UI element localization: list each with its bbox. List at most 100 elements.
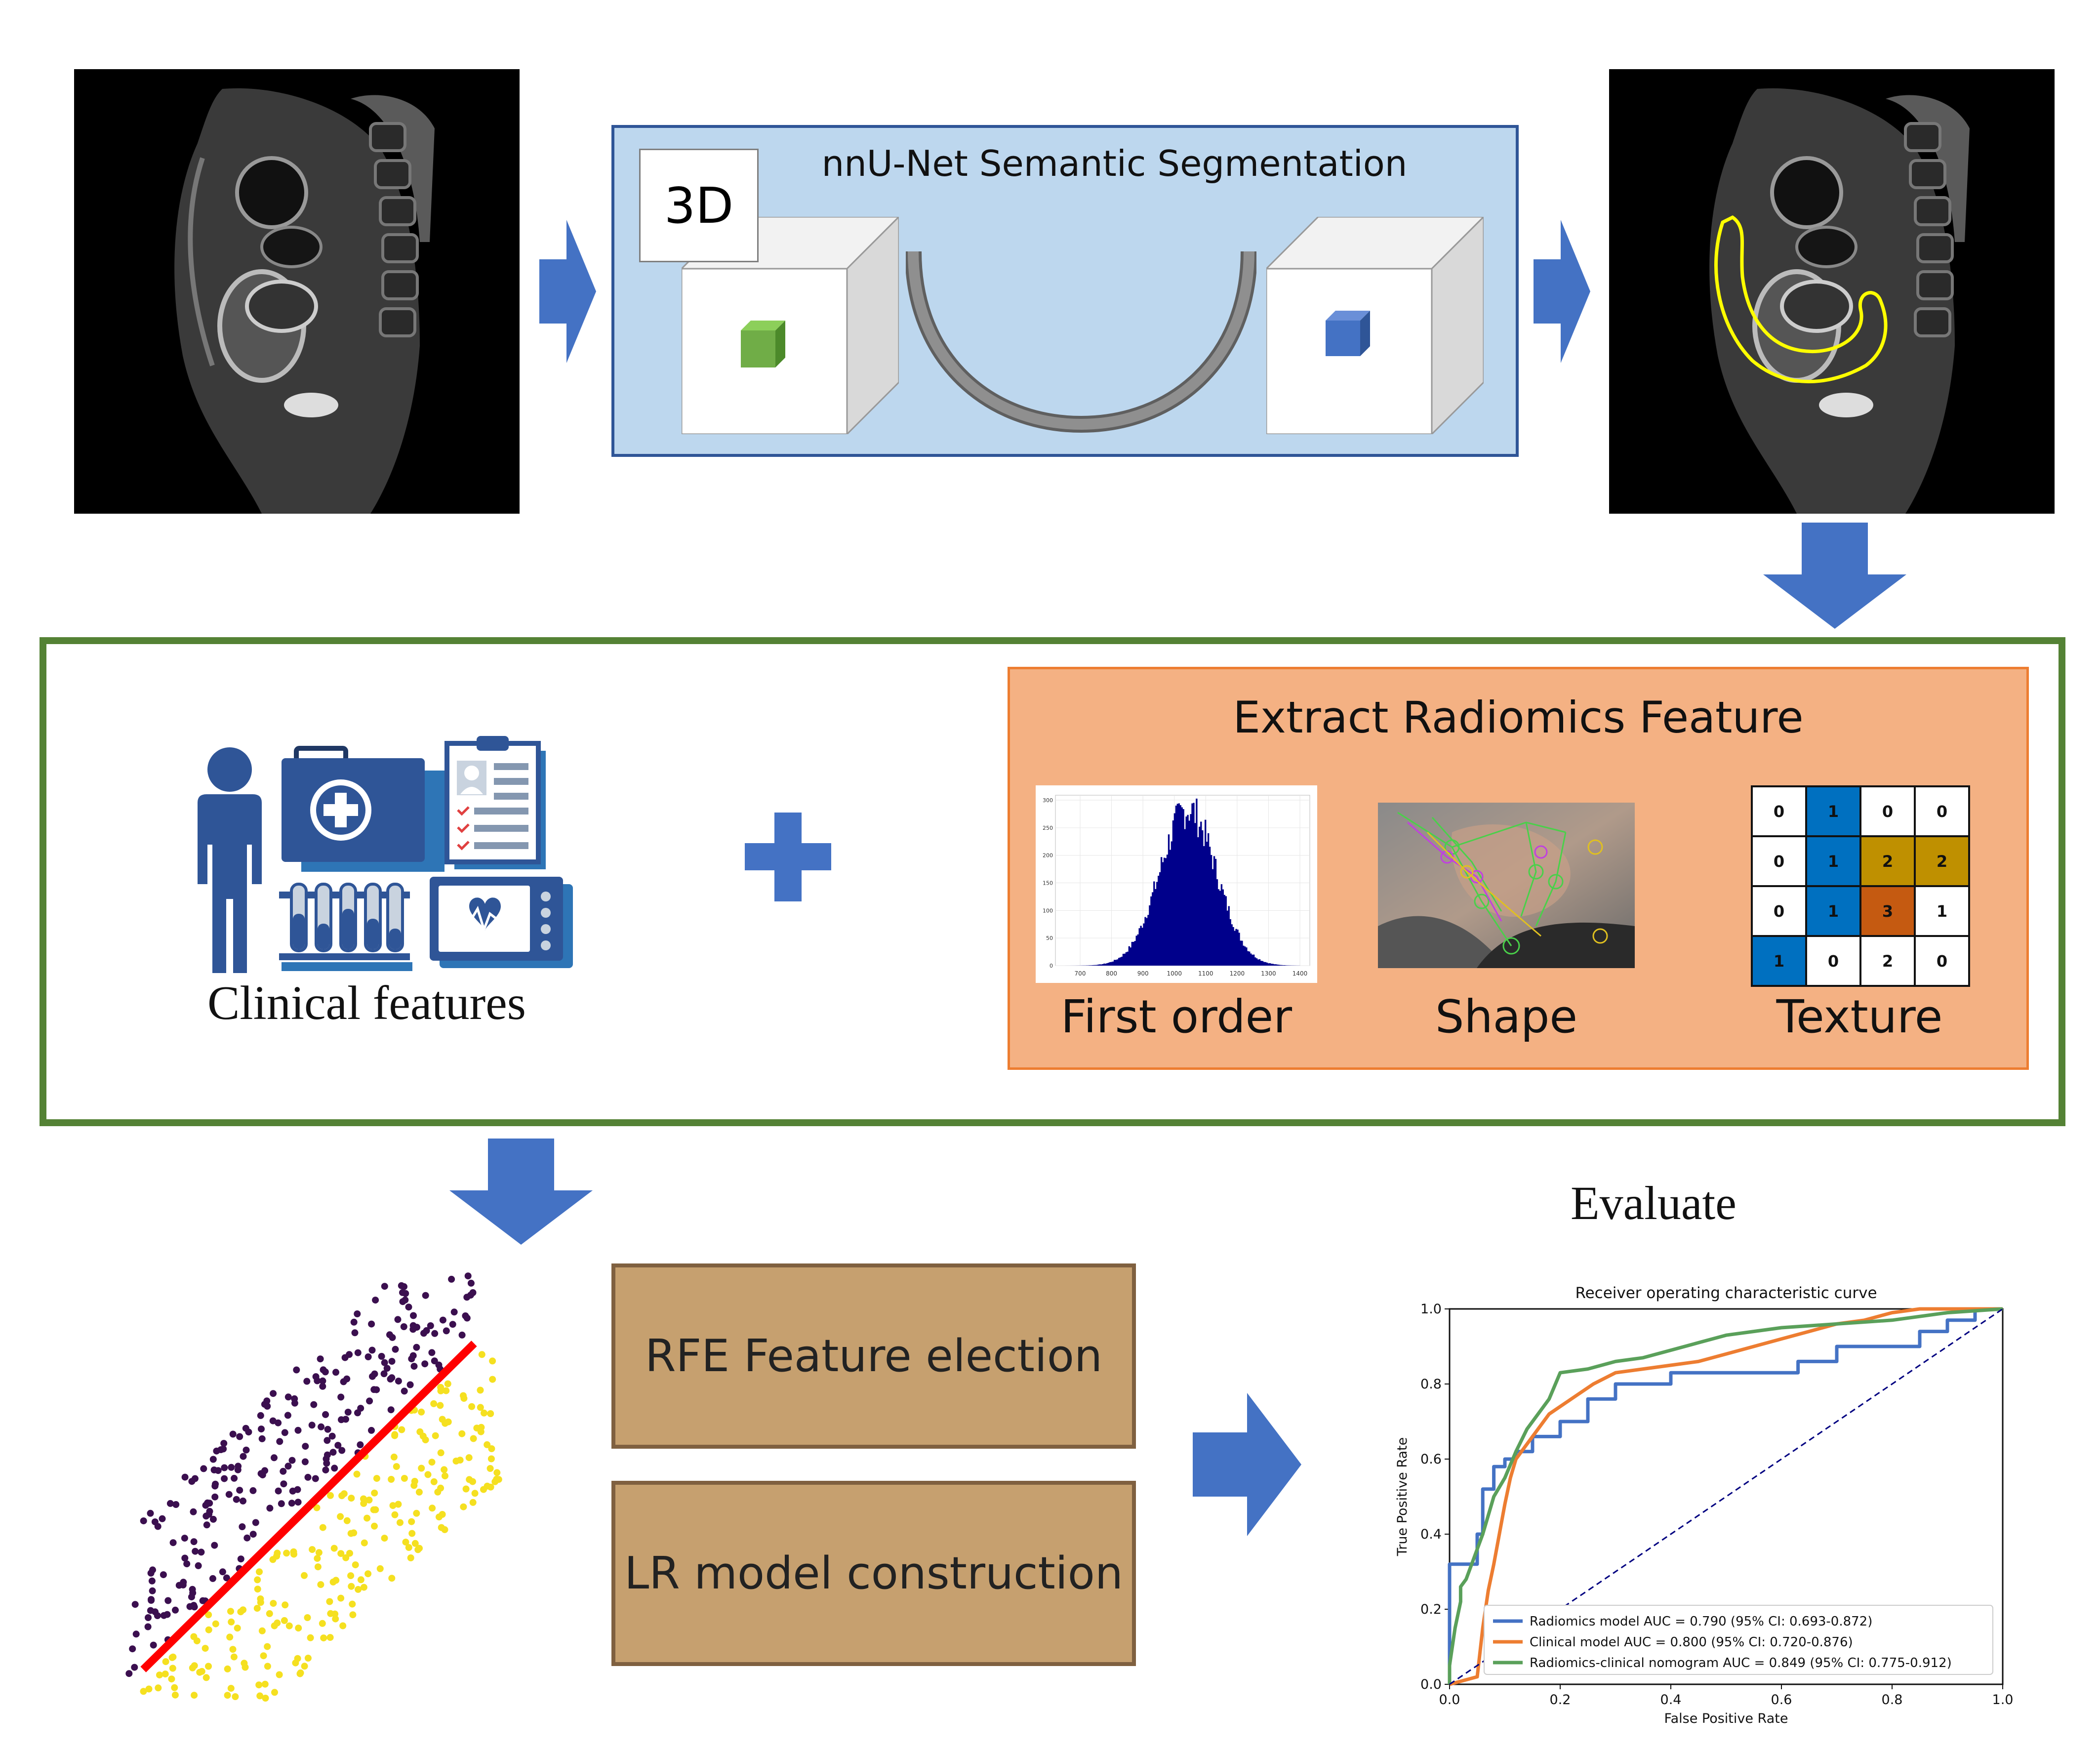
scatter-point <box>237 1608 244 1616</box>
scatter-point <box>147 1569 155 1577</box>
roc-y-tick: 0.6 <box>1420 1452 1442 1467</box>
histogram-bar <box>1205 819 1207 966</box>
scatter-point <box>274 1619 281 1627</box>
histogram-bar <box>1217 889 1220 966</box>
clinical-icons-group <box>198 736 573 973</box>
scatter-point <box>387 1406 395 1414</box>
roc-legend-entry: Radiomics-clinical nomogram AUC = 0.849 … <box>1530 1656 1952 1670</box>
scatter-point <box>264 1643 271 1650</box>
roc-legend <box>1484 1605 1993 1675</box>
scatter-point <box>408 1530 416 1537</box>
scatter-point <box>410 1482 418 1489</box>
scatter-point <box>294 1426 302 1434</box>
scatter-point <box>406 1381 414 1388</box>
scatter-point <box>225 1491 233 1498</box>
histogram-bar <box>1122 954 1125 966</box>
scatter-point <box>223 1574 230 1582</box>
scatter-point <box>318 1423 325 1430</box>
scatter-point <box>295 1625 302 1632</box>
histogram-bar <box>1252 954 1253 966</box>
scatter-point <box>303 1378 311 1385</box>
histogram-bar <box>1207 833 1210 966</box>
scatter-point <box>203 1521 210 1529</box>
scatter-point <box>329 1449 337 1456</box>
scatter-point <box>351 1329 359 1337</box>
scatter-point <box>284 1393 292 1401</box>
histogram-bar <box>1158 876 1160 966</box>
scatter-point <box>149 1587 156 1594</box>
scatter-point <box>301 1572 308 1579</box>
histogram-bar <box>1250 953 1252 966</box>
roc-x-tick: 0.0 <box>1439 1692 1460 1708</box>
scatter-point <box>357 1576 364 1584</box>
scatter-point <box>348 1583 355 1590</box>
scatter-point <box>243 1534 251 1542</box>
arrow-right-icon <box>1193 1393 1301 1536</box>
histogram-bar <box>1146 918 1148 966</box>
scatter-point <box>381 1283 388 1290</box>
scatter-point <box>395 1378 402 1385</box>
scatter-point <box>354 1310 361 1317</box>
scatter-point <box>211 1482 219 1490</box>
histogram-bar <box>1193 803 1195 966</box>
scatter-point <box>462 1312 469 1319</box>
scatter-point <box>288 1457 296 1464</box>
histogram-bar <box>1134 941 1136 966</box>
heart-monitor-icon <box>430 877 573 968</box>
scatter-point <box>467 1292 474 1299</box>
scatter-point <box>366 1397 373 1405</box>
scatter-point <box>309 1546 316 1553</box>
roc-y-tick: 0.4 <box>1420 1527 1442 1542</box>
histogram-bar <box>1132 941 1134 966</box>
scatter-point <box>302 1443 309 1450</box>
scatter-point <box>317 1355 324 1363</box>
scatter-point <box>255 1681 263 1689</box>
histogram-bar <box>1258 959 1261 966</box>
scatter-point <box>293 1366 300 1374</box>
histogram-bar <box>1210 855 1212 966</box>
3d-label-box: 3D <box>639 149 759 262</box>
histogram-bar <box>1108 963 1110 966</box>
scatter-point <box>236 1433 243 1440</box>
scatter-point <box>231 1474 238 1482</box>
scatter-point <box>442 1420 449 1427</box>
scatter-point <box>405 1544 412 1551</box>
scatter-point <box>337 1594 345 1602</box>
histogram-bar <box>1106 963 1108 966</box>
scatter-point <box>326 1598 333 1605</box>
scatter-point <box>402 1296 409 1303</box>
scatter-point <box>304 1655 312 1662</box>
roc-x-tick: 1.0 <box>1992 1692 2014 1708</box>
histogram-bar <box>1234 931 1236 966</box>
histogram-bar <box>1191 803 1193 966</box>
histogram-bar <box>1287 965 1289 966</box>
scatter-point <box>357 1441 364 1448</box>
scatter-point <box>259 1471 266 1479</box>
scatter-point <box>264 1663 271 1670</box>
scatter-point <box>172 1501 180 1508</box>
scatter-point <box>387 1376 394 1383</box>
histogram-y-tick: 100 <box>1043 907 1053 914</box>
scatter-point <box>132 1630 140 1638</box>
scatter-point <box>285 1622 293 1629</box>
histogram-x-tick: 1000 <box>1167 970 1182 977</box>
histogram-x-tick: 1200 <box>1230 970 1245 977</box>
scatter-point <box>240 1453 247 1460</box>
u-net-arc <box>906 251 1256 433</box>
scatter-point <box>409 1352 417 1359</box>
roc-y-tick: 0.2 <box>1420 1602 1442 1617</box>
scatter-point <box>352 1561 359 1569</box>
scatter-point <box>284 1463 292 1470</box>
histogram-bar <box>1171 841 1173 966</box>
histogram-bar <box>1282 965 1284 966</box>
clipboard-icon <box>444 736 546 869</box>
roc-x-tick: 0.6 <box>1771 1692 1792 1708</box>
scatter-point <box>312 1475 319 1482</box>
scatter-point <box>313 1504 321 1511</box>
scatter-point <box>280 1480 287 1488</box>
histogram-bar <box>1112 961 1114 966</box>
histogram-bar <box>1223 895 1225 966</box>
histogram-bar <box>1246 947 1248 966</box>
